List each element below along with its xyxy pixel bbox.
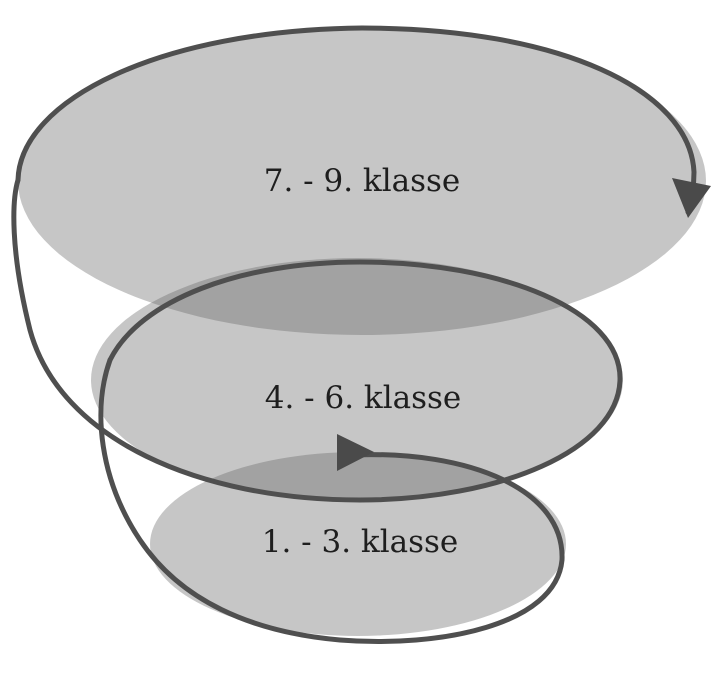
label-level-4-6: 4. - 6. klasse	[265, 380, 462, 416]
disc-level-1-3	[150, 452, 566, 636]
disc-level-7-9	[18, 27, 706, 335]
spiral-segment-middle	[11, 177, 623, 503]
spiral-arrows	[337, 178, 711, 471]
arrow-head-inner	[337, 434, 374, 471]
arrow-head-outer	[672, 178, 711, 218]
spiral-path	[11, 25, 697, 645]
spiral-segment-bottom	[98, 357, 565, 645]
level-labels: 7. - 9. klasse 4. - 6. klasse 1. - 3. kl…	[262, 163, 462, 560]
label-level-7-9: 7. - 9. klasse	[264, 163, 461, 199]
label-level-1-3: 1. - 3. klasse	[262, 524, 459, 560]
spiral-segment-top	[15, 25, 697, 215]
